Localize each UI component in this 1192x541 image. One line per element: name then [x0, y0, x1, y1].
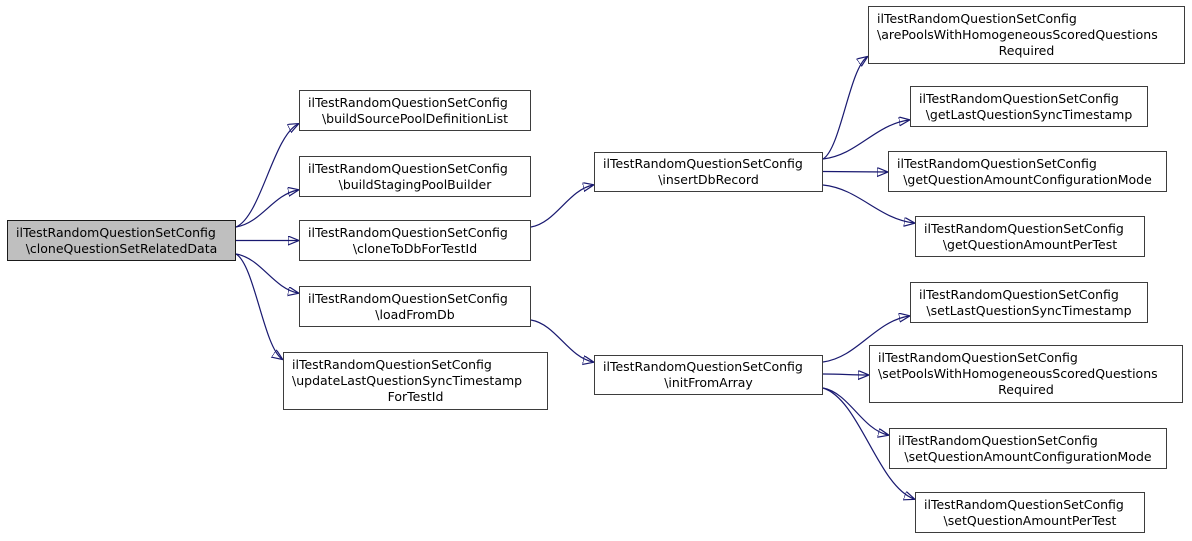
edge-insert-db-record--are-pools-with-homogeneous-scored-questions-required	[822, 57, 867, 160]
node-label-line: ilTestRandomQuestionSetConfig	[308, 160, 508, 176]
graph-node-set-question-amount-configuration-mode[interactable]: ilTestRandomQuestionSetConfig\setQuestio…	[889, 428, 1167, 469]
graph-node-update-last-question-sync-timestamp-for-test-id[interactable]: ilTestRandomQuestionSetConfig\updateLast…	[283, 352, 548, 410]
node-label-line: ilTestRandomQuestionSetConfig	[603, 359, 803, 374]
node-label-line: ilTestRandomQuestionSetConfig	[898, 432, 1098, 448]
node-label-line: \buildSourcePoolDefinitionList	[321, 110, 509, 126]
graph-node-are-pools-with-homogeneous-scored-questions-required[interactable]: ilTestRandomQuestionSetConfig\arePoolsWi…	[868, 6, 1185, 64]
node-label-line: ilTestRandomQuestionSetConfig	[878, 350, 1078, 365]
edge-insert-db-record--get-question-amount-configuration-mode	[822, 172, 887, 173]
graph-node-build-staging-pool-builder[interactable]: ilTestRandomQuestionSetConfig\buildStagi…	[299, 156, 531, 197]
node-label-line: Required	[998, 382, 1054, 397]
node-label-line: ilTestRandomQuestionSetConfig	[877, 11, 1077, 26]
edge-load-from-db--init-from-array	[530, 319, 593, 362]
edge-clone-question-set-related-data--build-staging-pool-builder	[235, 190, 298, 228]
node-label-line: ilTestRandomQuestionSetConfig	[308, 94, 508, 110]
graph-node-clone-to-db-for-test-id[interactable]: ilTestRandomQuestionSetConfig\cloneToDbF…	[299, 220, 531, 261]
node-label-line: ilTestRandomQuestionSetConfig	[919, 286, 1119, 302]
edge-clone-to-db-for-test-id--insert-db-record	[530, 185, 593, 228]
node-label-line: ilTestRandomQuestionSetConfig	[16, 224, 216, 240]
graph-node-set-question-amount-per-test[interactable]: ilTestRandomQuestionSetConfig\setQuestio…	[915, 492, 1145, 533]
node-label-line: \cloneToDbForTestId	[352, 240, 478, 256]
node-label-line: \arePoolsWithHomogeneousScoredQuestions	[877, 27, 1158, 42]
graph-node-clone-question-set-related-data[interactable]: ilTestRandomQuestionSetConfig\cloneQuest…	[7, 220, 236, 261]
node-label-line: ilTestRandomQuestionSetConfig	[919, 90, 1119, 106]
graph-node-get-question-amount-per-test[interactable]: ilTestRandomQuestionSetConfig\getQuestio…	[915, 216, 1145, 257]
node-label-line: ilTestRandomQuestionSetConfig	[924, 496, 1124, 512]
graph-node-insert-db-record[interactable]: ilTestRandomQuestionSetConfig\insertDbRe…	[594, 152, 823, 192]
edge-init-from-array--set-last-question-sync-timestamp	[822, 316, 909, 363]
node-label-line: ilTestRandomQuestionSetConfig	[292, 357, 492, 372]
edge-init-from-array--set-question-amount-per-test	[822, 387, 914, 499]
node-label-line: \setQuestionAmountConfigurationMode	[904, 448, 1152, 464]
graph-node-set-pools-with-homogeneous-scored-questions-required[interactable]: ilTestRandomQuestionSetConfig\setPoolsWi…	[869, 345, 1183, 403]
node-label-line: \setQuestionAmountPerTest	[943, 512, 1117, 528]
edge-init-from-array--set-question-amount-configuration-mode	[822, 387, 888, 435]
node-label-line: \setLastQuestionSyncTimestamp	[926, 302, 1132, 318]
node-label-line: \initFromArray	[664, 375, 753, 390]
node-label-line: \insertDbRecord	[658, 172, 759, 187]
graph-node-load-from-db[interactable]: ilTestRandomQuestionSetConfig\loadFromDb	[299, 286, 531, 327]
node-label-line: ilTestRandomQuestionSetConfig	[308, 224, 508, 240]
edge-clone-question-set-related-data--load-from-db	[235, 253, 298, 293]
node-label-line: ilTestRandomQuestionSetConfig	[308, 290, 508, 306]
node-label-line: \setPoolsWithHomogeneousScoredQuestions	[878, 366, 1158, 381]
node-label-line: \getLastQuestionSyncTimestamp	[925, 106, 1133, 122]
graph-node-get-question-amount-configuration-mode[interactable]: ilTestRandomQuestionSetConfig\getQuestio…	[888, 151, 1167, 192]
edge-clone-question-set-related-data--build-source-pool-definition-list	[235, 124, 298, 228]
node-label-line: \buildStagingPoolBuilder	[338, 176, 492, 192]
node-label-line: \getQuestionAmountPerTest	[942, 236, 1118, 252]
edge-insert-db-record--get-question-amount-per-test	[822, 184, 914, 223]
node-label-line: ForTestId	[387, 389, 444, 404]
graph-node-get-last-question-sync-timestamp[interactable]: ilTestRandomQuestionSetConfig\getLastQue…	[910, 86, 1148, 127]
graph-node-init-from-array[interactable]: ilTestRandomQuestionSetConfig\initFromAr…	[594, 355, 823, 395]
node-label-line: \getQuestionAmountConfigurationMode	[903, 171, 1152, 187]
node-label-line: ilTestRandomQuestionSetConfig	[897, 155, 1097, 171]
graph-node-build-source-pool-definition-list[interactable]: ilTestRandomQuestionSetConfig\buildSourc…	[299, 90, 531, 131]
node-label-line: ilTestRandomQuestionSetConfig	[603, 156, 803, 171]
node-label-line: ilTestRandomQuestionSetConfig	[924, 220, 1124, 236]
node-label-line: \loadFromDb	[375, 306, 455, 322]
node-label-line: Required	[998, 43, 1055, 58]
edge-clone-question-set-related-data--update-last-question-sync-timestamp-for-test-id	[235, 253, 282, 359]
node-label-line: \updateLastQuestionSyncTimestamp	[292, 373, 523, 388]
node-label-line: \cloneQuestionSetRelatedData	[25, 240, 218, 256]
graph-node-set-last-question-sync-timestamp[interactable]: ilTestRandomQuestionSetConfig\setLastQue…	[910, 282, 1148, 323]
edge-insert-db-record--get-last-question-sync-timestamp	[822, 120, 909, 160]
edge-init-from-array--set-pools-with-homogeneous-scored-questions-required	[822, 374, 868, 375]
